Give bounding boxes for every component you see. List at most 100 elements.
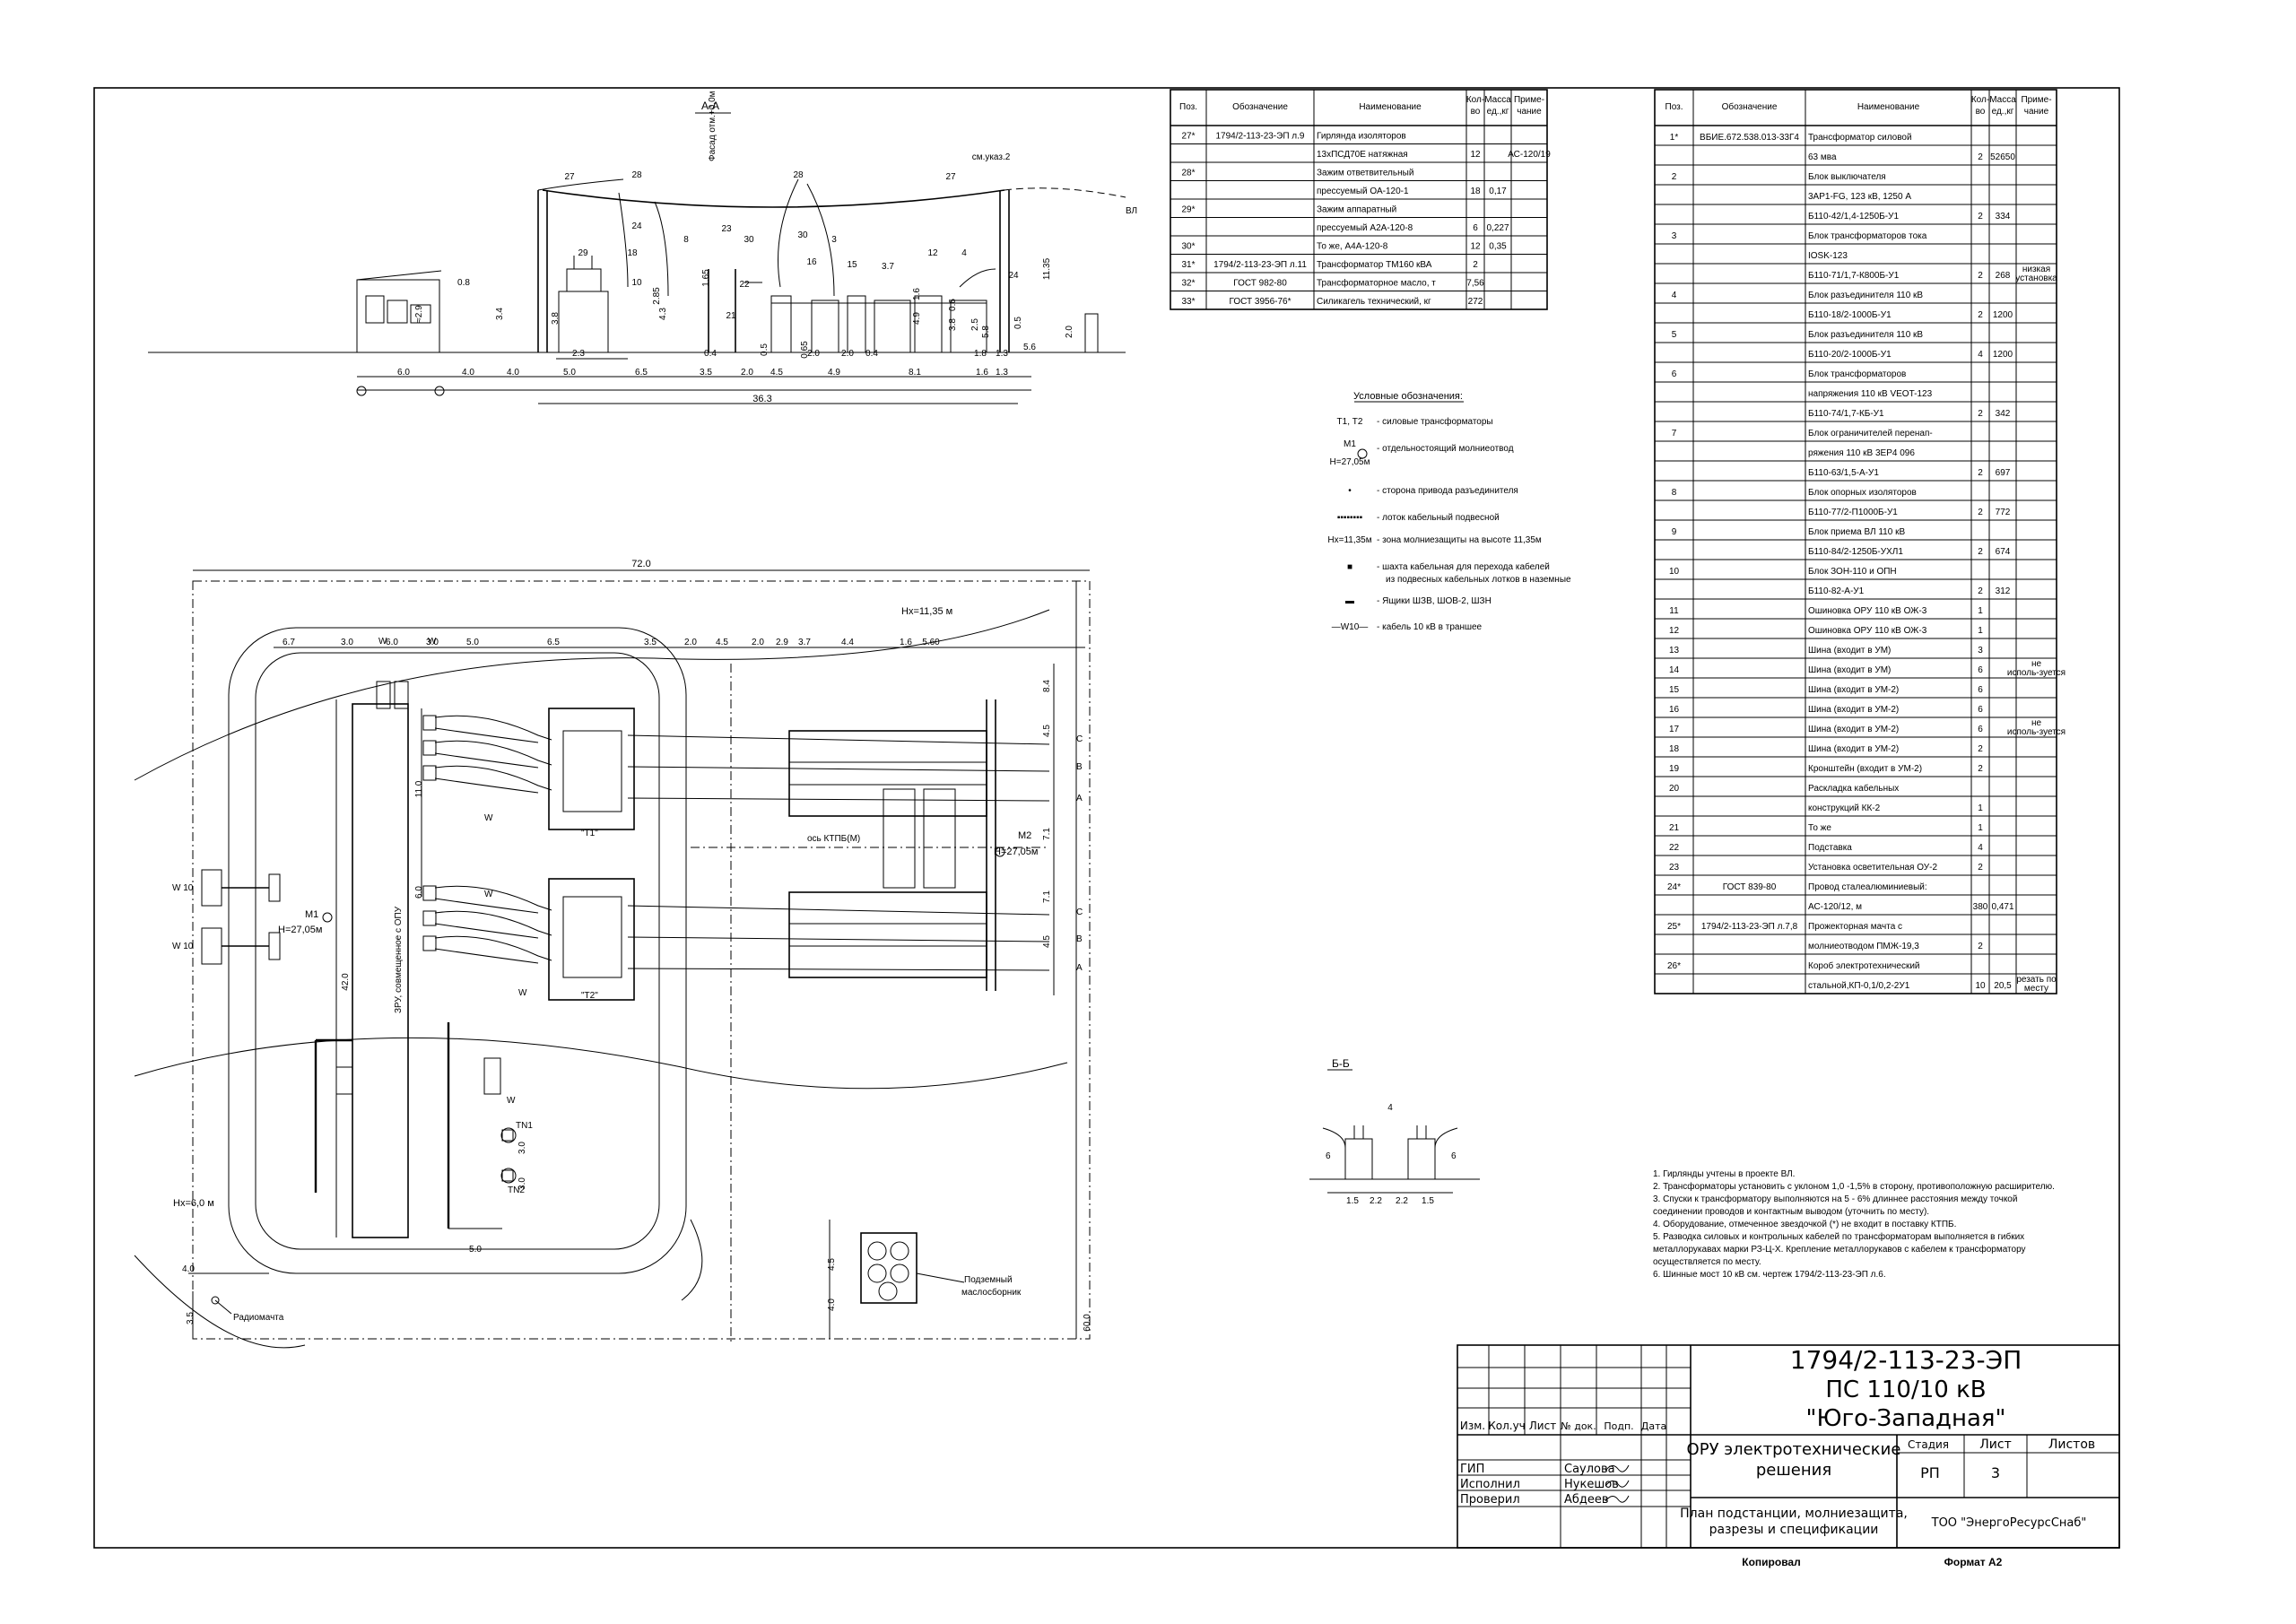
- table-cell: ГОСТ 3956-76*: [1230, 297, 1292, 307]
- sheet-title: План подстанции, молниезащита,: [1680, 1507, 1908, 1521]
- legend-symbol: M1: [1344, 439, 1356, 449]
- label-m2: M2: [1018, 830, 1031, 841]
- plan-top-dim: 2.0: [684, 638, 697, 647]
- callout-label: 29: [578, 248, 588, 258]
- table-cell: Б110-84/2-1250Б-УХЛ1: [1808, 547, 1903, 557]
- horizontal-dim: 2.0: [807, 349, 820, 359]
- note-item-cont: металлорукавах марки РЗ-Ц-Х. Крепление м…: [1653, 1244, 2026, 1255]
- legend-symbol: ▬: [1345, 596, 1354, 606]
- signature-icon: [1605, 1480, 1630, 1488]
- table-cell: 14: [1669, 665, 1680, 675]
- table-cell: Трансформатор ТМ160 кВА: [1317, 259, 1432, 270]
- cable-w-label: W: [484, 890, 493, 899]
- table-header-cont: чание: [2024, 107, 2049, 117]
- note-item: 3. Спуски к трансформатору выполняются н…: [1653, 1194, 2017, 1204]
- table-cell: Блок опорных изоляторов: [1808, 488, 1917, 498]
- table-cell: 18: [1470, 187, 1481, 196]
- phase-label: C: [1076, 734, 1083, 744]
- table-cell: напряжения 110 кВ VEOT-123: [1808, 389, 1933, 399]
- table-header-cont: во: [1976, 107, 1986, 117]
- callout-label: 16: [806, 257, 817, 267]
- table-cell: 2: [1978, 942, 1983, 951]
- table-cell: низкая: [2022, 265, 2050, 274]
- horizontal-dim: 5.0: [563, 368, 576, 378]
- legend-text: - шахта кабельная для перехода кабелей: [1377, 561, 1550, 572]
- format-label: Формат А2: [1944, 1556, 2003, 1568]
- label-zru: ЗРУ, совмещенное с ОПУ: [394, 906, 404, 1013]
- plan-top-dim: 3.7: [798, 638, 811, 647]
- lightning-rod-m2: [995, 847, 1005, 857]
- table-cell: Провод сталеалюминиевый:: [1808, 882, 1927, 892]
- table-cell: 1: [1978, 606, 1983, 616]
- plan-top-dim: 3.0: [341, 638, 353, 647]
- table-cell: Шина (входит в УМ-2): [1808, 744, 1899, 754]
- table-cell: 1794/2-113-23-ЭП л.9: [1216, 132, 1305, 142]
- plan-right-dim: 4.5: [1042, 935, 1052, 948]
- table-header-cont: во: [1471, 107, 1481, 117]
- height-dim: ≈2.9: [414, 305, 424, 323]
- table-cell: Шина (входит в УМ): [1808, 665, 1891, 675]
- table-cell: Прожекторная мачта с: [1808, 922, 1902, 932]
- callout-label: см.указ.2: [972, 152, 1011, 162]
- table-cell: 9: [1672, 527, 1677, 537]
- tb-stage-head: Стадия: [1908, 1438, 1949, 1451]
- horizontal-dim: 2.0: [741, 368, 753, 378]
- table-cell: 26*: [1667, 961, 1681, 971]
- callout-label: 24: [631, 221, 642, 231]
- callout-6: 6: [1326, 1151, 1331, 1161]
- plan-top-dim: 4.5: [716, 638, 728, 647]
- bb-dim: 2.2: [1396, 1196, 1408, 1206]
- callout-4: 4: [1387, 1103, 1393, 1113]
- table-cell: 21: [1669, 823, 1680, 833]
- plan-top-dim: 6.7: [283, 638, 295, 647]
- note-item-cont: соединении проводов и контактным выводом…: [1653, 1207, 1929, 1217]
- height-dim: 11.35: [1042, 257, 1052, 280]
- table-cell: Блок трансформаторов: [1808, 369, 1906, 379]
- sheet-outer-border: [93, 87, 2120, 1549]
- tb-role: Проверил: [1460, 1493, 1520, 1507]
- height-dim: 2.0: [1065, 326, 1074, 338]
- table-cell: 697: [1996, 468, 2011, 478]
- height-dim: 4.3: [658, 308, 668, 320]
- height-dim: 1.65: [701, 269, 711, 287]
- label-hx-left: Hx=6,0 м: [173, 1198, 214, 1209]
- signature-icon: [1605, 1464, 1630, 1472]
- tb-name: Нукешов: [1564, 1478, 1619, 1491]
- table-cell: Блок ограничителей перенап-: [1808, 429, 1933, 439]
- general-notes: 1. Гирлянды учтены в проекте ВЛ.2. Транс…: [1653, 1169, 2055, 1280]
- phase-label: A: [1076, 794, 1083, 803]
- plan-dim: 3.0: [517, 1142, 527, 1154]
- table-cell: 2: [1978, 764, 1983, 774]
- height-dim: 3.4: [495, 308, 505, 320]
- table-cell: 7: [1672, 429, 1677, 439]
- section-aa: А-А ВЛ: [148, 91, 1137, 404]
- legend-text: - кабель 10 кВ в траншее: [1377, 621, 1483, 632]
- table-cell: 268: [1996, 271, 2011, 281]
- horizontal-dim: 6.5: [635, 368, 648, 378]
- table-cell: 334: [1996, 212, 2011, 221]
- horizontal-dim: 8.1: [909, 368, 921, 378]
- table-cell: Раскладка кабельных: [1808, 783, 1899, 794]
- table-header: Приме-: [2021, 95, 2051, 105]
- table-cell: Шина (входит в УМ-2): [1808, 685, 1899, 695]
- tb-head-col: Кол.уч: [1488, 1420, 1526, 1432]
- phase-label: B: [1076, 762, 1083, 772]
- tb-head-col: № док.: [1561, 1420, 1596, 1432]
- table-cell: Блок выключателя: [1808, 172, 1886, 182]
- table-cell: 674: [1996, 547, 2011, 557]
- callout-label: 10: [631, 278, 642, 288]
- table-cell: Б110-74/1,7-КБ-У1: [1808, 409, 1884, 419]
- table-cell: 30*: [1181, 242, 1195, 252]
- table-cell: 2: [1978, 863, 1983, 873]
- plan-dim: 5.0: [469, 1245, 482, 1255]
- table-cell: Блок разъединителя 110 кВ: [1808, 330, 1923, 340]
- table-cell: 1: [1978, 823, 1983, 833]
- table-cell: 272: [1468, 297, 1483, 307]
- note-item: 4. Оборудование, отмеченное звездочкой (…: [1653, 1219, 1956, 1229]
- table-cell: Б110-77/2-П1000Б-У1: [1808, 508, 1898, 517]
- table-cell: 27*: [1181, 132, 1195, 142]
